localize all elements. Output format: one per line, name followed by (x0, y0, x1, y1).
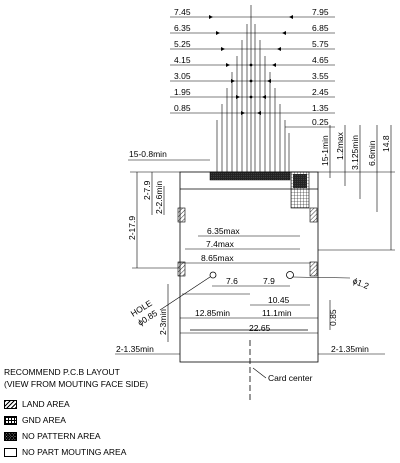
label-2-2-6min: 2-2.6min (154, 181, 164, 214)
legend-label-no-part: NO PART MOUTING AREA (22, 447, 127, 457)
legend-label-gnd: GND AREA (22, 415, 66, 425)
label-2-7-9: 2-7.9 (142, 180, 152, 200)
legend-title-line2: (VIEW FROM MOUTING FACE SIDE) (4, 379, 149, 389)
label-7-6: 7.6 (226, 276, 238, 286)
dim-top-left-1: 6.35 (174, 23, 191, 33)
dim-top-right-6: 1.35 (312, 103, 329, 113)
pin-extension-lines (216, 5, 290, 178)
label-7-4max: 7.4max (206, 239, 235, 249)
label-10-45: 10.45 (268, 295, 290, 305)
left-dim-lines (130, 171, 331, 342)
dim-top-left-6: 0.85 (174, 103, 191, 113)
land-pads (177, 207, 318, 277)
label-15-1min: 15-1min (320, 135, 330, 166)
label-card-center: Card center (268, 373, 313, 383)
label-7-9: 7.9 (263, 276, 275, 286)
leader-phi-1-2 (292, 276, 351, 279)
leader-hole (159, 276, 211, 311)
label-6-35max: 6.35max (207, 226, 240, 236)
dense-crosshatch-icon (4, 431, 17, 441)
leader-card-center (252, 367, 267, 379)
dim-top-left-5: 1.95 (174, 87, 191, 97)
dim-top-left-0: 7.45 (174, 7, 191, 17)
label-2-17-9: 2-17.9 (127, 216, 137, 240)
dim-top-right-5: 2.45 (312, 87, 329, 97)
label-22-65: 22.65 (249, 323, 271, 333)
dim-top-left-3: 4.15 (174, 55, 191, 65)
label-15-0-8min: 15-0.8min (129, 149, 167, 159)
dim-top-left-2: 5.25 (174, 39, 191, 49)
pin-pads (209, 171, 291, 181)
dim-top-left-4: 3.05 (174, 71, 191, 81)
dim-top-right-0: 7.95 (312, 7, 329, 17)
dim-top-right-1: 6.85 (312, 23, 329, 33)
label-3-125min: 3.125min (350, 135, 360, 170)
legend-label-land: LAND AREA (22, 399, 70, 409)
label-phi-1-2: ϕ1.2 (351, 276, 370, 292)
label-11-1min: 11.1min (262, 308, 292, 318)
label-14-8: 14.8 (381, 135, 391, 152)
inner-dim-lines (180, 235, 310, 295)
label-2-1-35min-right: 2-1.35min (331, 344, 369, 354)
no-pattern-block (293, 174, 307, 188)
dim-top-right-7: 0.25 (312, 117, 329, 127)
holes (209, 271, 294, 279)
bottom-dim-lines (115, 304, 385, 355)
legend-title-line1: RECOMMEND P.C.B LAYOUT (4, 367, 120, 377)
empty-box-icon (4, 447, 17, 457)
legend-item-no-part: NO PART MOUTING AREA (4, 444, 148, 460)
label-2-1-35min-left: 2-1.35min (116, 344, 154, 354)
legend-label-no-pattern: NO PATTERN AREA (22, 431, 101, 441)
legend-item-land: LAND AREA (4, 396, 148, 412)
label-2-3min: 2-3min (158, 309, 168, 335)
legend-item-gnd: GND AREA (4, 412, 148, 428)
dim-top-right-3: 4.65 (312, 55, 329, 65)
label-12-85min: 12.85min (195, 308, 230, 318)
legend: RECOMMEND P.C.B LAYOUT (VIEW FROM MOUTIN… (4, 366, 148, 460)
label-0-85: 0.85 (328, 309, 338, 326)
right-dim-lines (318, 125, 395, 251)
legend-item-no-pattern: NO PATTERN AREA (4, 428, 148, 444)
label-1-2max: 1.2max (335, 131, 345, 160)
grid-hatch-icon (4, 415, 17, 425)
row-arrows (209, 15, 293, 115)
legend-title: RECOMMEND P.C.B LAYOUT (VIEW FROM MOUTIN… (4, 366, 148, 390)
label-8-65max: 8.65max (201, 253, 234, 263)
dim-top-right-4: 3.55 (312, 71, 329, 81)
top-dimension-rows (170, 16, 335, 128)
label-6-6min: 6.6min (367, 140, 377, 166)
dim-top-right-2: 5.75 (312, 39, 329, 49)
diagonal-hatch-icon (4, 399, 17, 409)
